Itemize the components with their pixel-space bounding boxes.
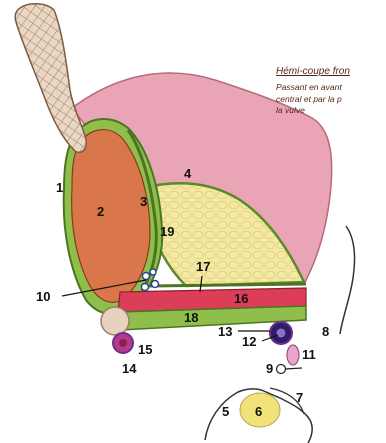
- label-12: 12: [242, 334, 256, 349]
- caption-title: Hémi-coupe fron: [276, 66, 386, 77]
- label-8: 8: [322, 324, 329, 339]
- label-11: 11: [302, 347, 316, 362]
- label-13: 13: [218, 324, 232, 339]
- label-9: 9: [266, 361, 273, 376]
- structure-12-lumen: [277, 329, 286, 338]
- tan-node: [101, 307, 129, 335]
- label-14: 14: [122, 361, 137, 376]
- structure-15-center: [119, 339, 127, 347]
- caption-line-1: Passant en avant: [276, 82, 386, 94]
- label-1: 1: [56, 180, 63, 195]
- structure-9-line: [285, 368, 302, 369]
- caption-line-3: la vulve: [276, 105, 386, 117]
- structure-17-septum: [150, 284, 306, 286]
- label-7: 7: [296, 390, 303, 405]
- label-19: 19: [160, 224, 174, 239]
- structure-9-loop: [277, 365, 286, 374]
- label-18: 18: [184, 310, 198, 325]
- label-10: 10: [36, 289, 50, 304]
- label-17: 17: [196, 259, 210, 274]
- caption-line-2: central et par la p: [276, 94, 386, 106]
- structure-8-right-curve: [340, 226, 354, 334]
- label-15: 15: [138, 342, 152, 357]
- label-16: 16: [234, 291, 248, 306]
- label-2: 2: [97, 204, 104, 219]
- label-4: 4: [184, 166, 192, 181]
- label-3: 3: [140, 194, 147, 209]
- label-5: 5: [222, 404, 229, 419]
- figure-caption: Hémi-coupe fron Passant en avant central…: [276, 66, 386, 117]
- structure-11-oval: [287, 345, 299, 365]
- mesh-arm: [15, 4, 86, 153]
- label-6: 6: [255, 404, 262, 419]
